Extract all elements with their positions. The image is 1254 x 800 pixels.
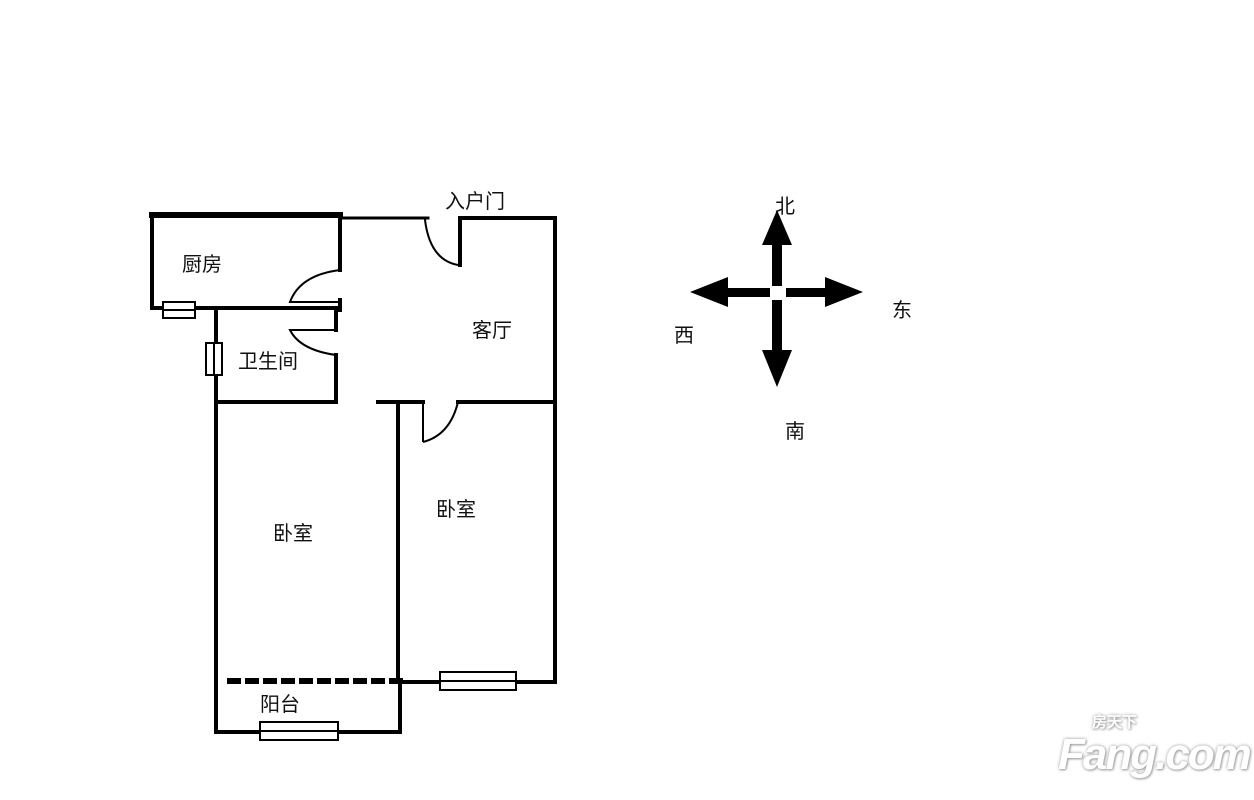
watermark-brand: Fang.com [1058, 730, 1252, 779]
arrow-east-icon [825, 277, 863, 307]
arrow-west-icon [690, 277, 728, 307]
compass-arrows [690, 210, 863, 387]
compass-north-label: 北 [775, 194, 795, 218]
windows [162, 301, 517, 741]
room-label-living-room: 客厅 [472, 318, 512, 342]
compass-east-label: 东 [892, 298, 912, 322]
watermark-brand-cn: 房天下 [1092, 714, 1138, 731]
room-label-bedroom-2: 卧室 [436, 497, 476, 521]
compass-west-label: 西 [674, 323, 694, 347]
room-label-bedroom-1: 卧室 [273, 521, 313, 545]
compass-south-label: 南 [785, 419, 805, 443]
arrow-south-icon [762, 350, 792, 387]
doors [288, 218, 459, 443]
room-label-balcony: 阳台 [260, 692, 300, 716]
walls [149, 212, 557, 734]
room-label-bathroom: 卫生间 [238, 349, 298, 373]
watermark-logo: 房天下 Fang.com [1058, 714, 1252, 779]
room-label-kitchen: 厨房 [182, 252, 222, 276]
arrow-north-icon [762, 210, 792, 245]
room-label-entrance: 入户门 [445, 189, 505, 213]
